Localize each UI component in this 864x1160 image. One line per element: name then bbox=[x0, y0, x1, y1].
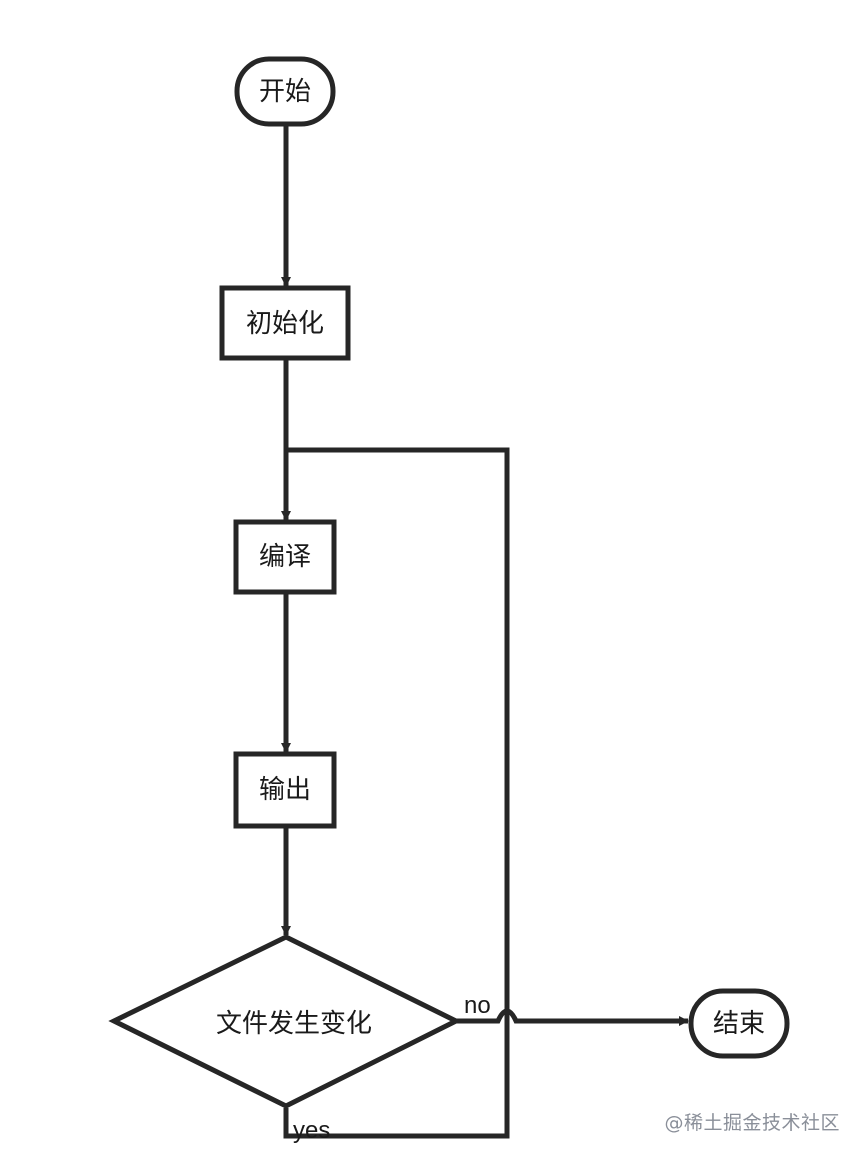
nodes: 开始 初始化 编译 输出 文件发生变化 结束 bbox=[108, 56, 790, 1109]
edge-label-yes: yes bbox=[293, 1117, 330, 1144]
node-compile: 编译 bbox=[233, 519, 337, 595]
init-label: 初始化 bbox=[246, 309, 324, 339]
edge-no-to-end bbox=[456, 1008, 689, 1026]
edges bbox=[281, 124, 689, 1139]
edge-yes-loop bbox=[283, 447, 510, 1139]
compile-label: 编译 bbox=[259, 542, 311, 572]
watermark-text: @稀土掘金技术社区 bbox=[664, 1112, 840, 1134]
end-label: 结束 bbox=[713, 1009, 765, 1039]
decision-label: 文件发生变化 bbox=[216, 1009, 372, 1039]
output-label: 输出 bbox=[259, 775, 311, 805]
edge-label-no: no bbox=[464, 992, 491, 1019]
node-start: 开始 bbox=[234, 56, 336, 127]
node-init: 初始化 bbox=[219, 285, 351, 361]
init-process-shape bbox=[219, 285, 351, 361]
compile-process-shape bbox=[233, 519, 337, 595]
decision-diamond-shape bbox=[108, 934, 462, 1109]
end-terminator-shape bbox=[688, 988, 790, 1059]
node-output: 输出 bbox=[233, 751, 337, 829]
start-terminator-shape bbox=[234, 56, 336, 127]
output-process-shape bbox=[233, 751, 337, 829]
node-decision: 文件发生变化 bbox=[108, 934, 462, 1109]
node-end: 结束 bbox=[688, 988, 790, 1059]
start-label: 开始 bbox=[259, 77, 311, 107]
